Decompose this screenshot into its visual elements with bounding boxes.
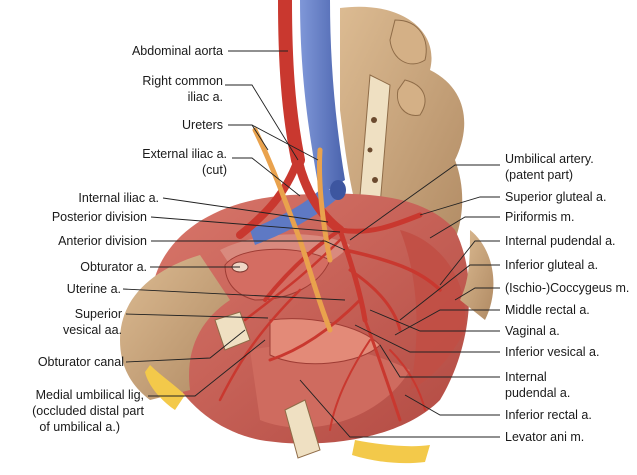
pelvic-organs	[224, 248, 381, 365]
label-superior-gluteal: Superior gluteal a.	[505, 190, 607, 204]
label-internal-iliac: Internal iliac a.	[78, 191, 159, 205]
label-superior-vesical: Superior	[74, 307, 122, 321]
label-middle-rectal: Middle rectal a.	[505, 303, 590, 317]
leader-lines	[122, 50, 500, 438]
arterial-tree	[218, 0, 442, 431]
label-umbilical-artery: Umbilical artery.	[505, 152, 594, 166]
label-vaginal: Vaginal a.	[505, 324, 560, 338]
label-inferior-rectal: Inferior rectal a.	[505, 408, 592, 422]
label-obturator-artery: Obturator a.	[80, 260, 147, 274]
label-uterine-artery: Uterine a.	[66, 282, 121, 296]
hip-bone	[120, 230, 494, 459]
label-umbilical-artery-patent: (patent part)	[505, 168, 574, 182]
fat-tissue	[145, 365, 430, 464]
label-medial-umbilical-cont1: (occluded distal part	[32, 404, 144, 418]
label-levator-ani: Levator ani m.	[505, 430, 585, 444]
label-piriformis: Piriformis m.	[505, 210, 575, 224]
label-anterior-division: Anterior division	[58, 234, 147, 248]
label-medial-umbilical: Medial umbilical lig,	[35, 388, 144, 402]
label-medial-umbilical-cont2: of umbilical a.)	[39, 420, 120, 434]
label-ureters: Ureters	[182, 118, 223, 132]
label-obturator-canal: Obturator canal	[37, 355, 124, 369]
label-posterior-division: Posterior division	[51, 210, 147, 224]
label-external-iliac-cut: (cut)	[202, 163, 227, 177]
label-internal-pudendal-lower: Internal	[505, 370, 547, 384]
label-abdominal-aorta: Abdominal aorta	[131, 44, 223, 58]
label-inferior-vesical: Inferior vesical a.	[505, 345, 600, 359]
label-right-common-iliac-cont: iliac a.	[187, 90, 223, 104]
inferior-vena-cava	[300, 0, 345, 195]
label-coccygeus: (Ischio-)Coccygeus m.	[505, 281, 630, 295]
label-internal-pudendal-lower-cont: pudendal a.	[505, 386, 571, 400]
ureters	[252, 127, 333, 333]
label-inferior-gluteal: Inferior gluteal a.	[505, 258, 599, 272]
label-internal-pudendal-upper: Internal pudendal a.	[505, 234, 616, 248]
label-external-iliac: External iliac a.	[142, 147, 227, 161]
iliac-vein-cut	[330, 180, 346, 200]
label-right-common-iliac: Right common	[142, 74, 223, 88]
label-superior-vesical-cont: vesical aa.	[62, 323, 122, 337]
